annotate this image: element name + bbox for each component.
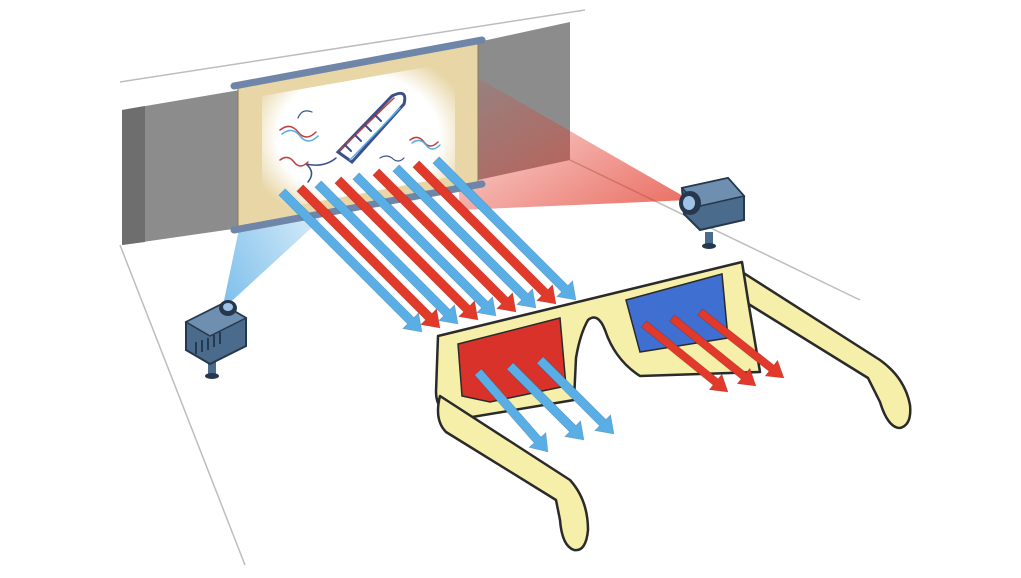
glasses-right-temple (740, 270, 912, 430)
blue-beam-arrow (392, 164, 537, 309)
blue-beam-arrow (314, 180, 459, 325)
red-beam-arrow (412, 160, 557, 305)
screen (230, 36, 486, 234)
glasses-left-temple (436, 394, 590, 552)
rocket-image (279, 91, 441, 183)
right-projector (679, 176, 746, 249)
red-beam-arrow (668, 314, 757, 387)
blue-beam-arrow (536, 356, 615, 435)
blue-beam-arrow (474, 368, 549, 453)
red-projection-cone (450, 62, 690, 210)
blue-beam-arrow (352, 172, 497, 317)
light-beams (278, 156, 577, 333)
blue-beam-arrow (278, 188, 423, 333)
red-beam-arrow (296, 184, 441, 329)
red-beam-arrow (372, 168, 517, 313)
blue-beam-arrow (506, 362, 585, 441)
red-beam-arrow (640, 320, 729, 393)
glasses (434, 260, 912, 552)
red-beam-arrow (334, 176, 479, 321)
filtered-beams (474, 308, 785, 453)
red-beam-arrow (696, 308, 785, 379)
blue-beam-arrow (432, 156, 577, 301)
left-projector (184, 300, 248, 379)
